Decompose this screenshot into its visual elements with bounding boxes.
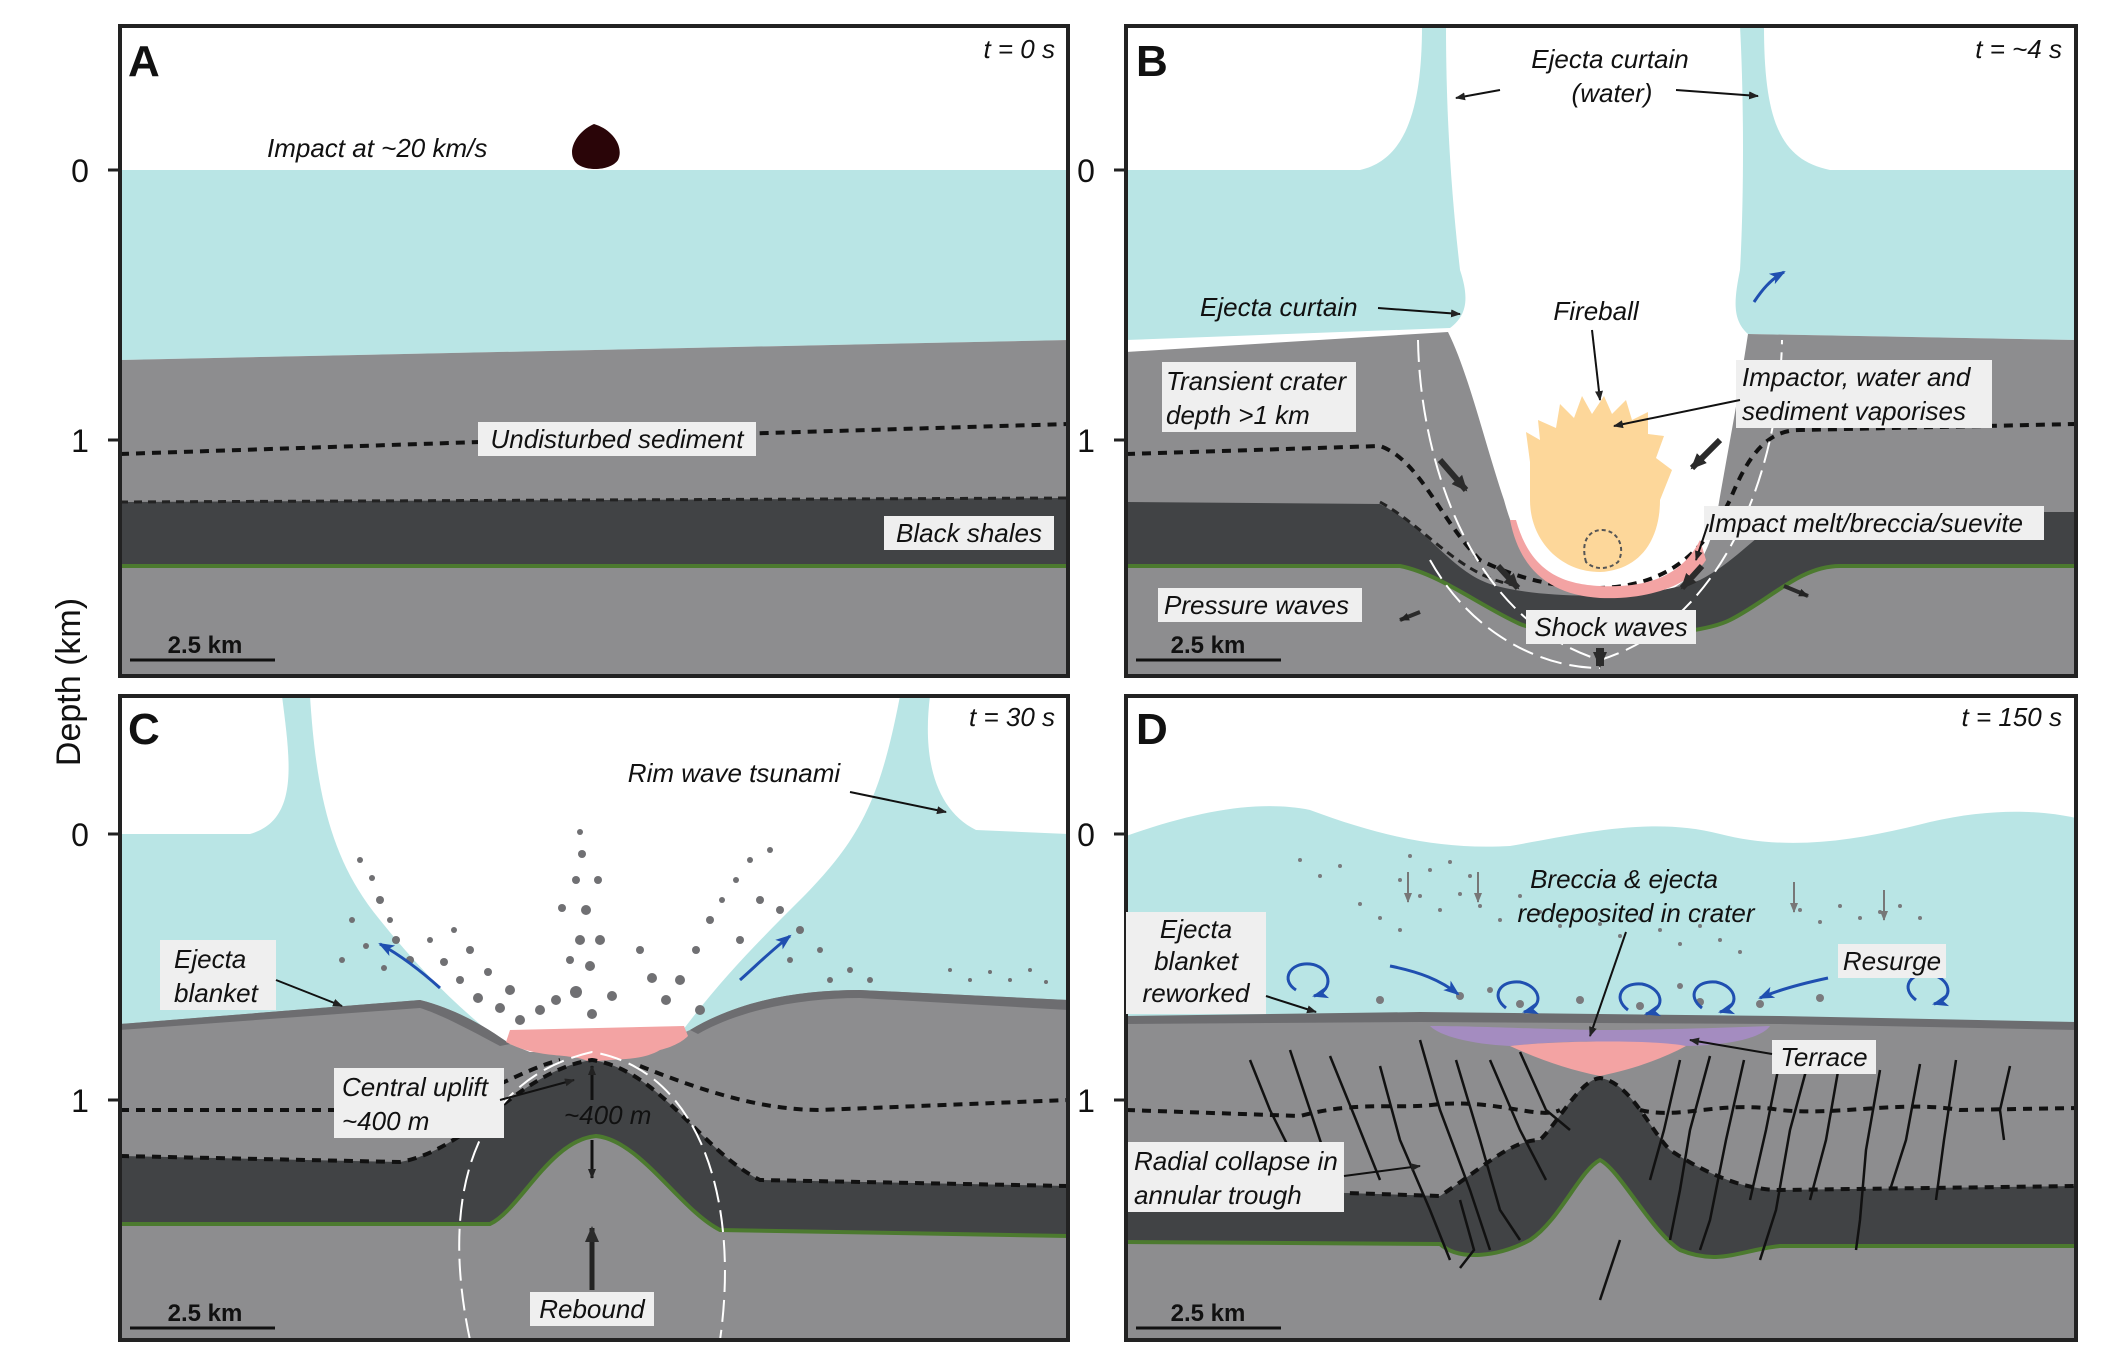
sediment-layer <box>1126 1018 2076 1340</box>
tsunami-label: Rim wave tsunami <box>628 758 842 788</box>
time-label: t = 30 s <box>969 702 1055 732</box>
breccia-label: Breccia & ejecta <box>1530 864 1718 894</box>
terrace-layer <box>1430 1026 1770 1046</box>
flow-arrow-icon <box>1389 964 1460 996</box>
scale-bar-label: 2.5 km <box>1171 632 1246 659</box>
transient-label: Transient crater <box>1166 366 1347 396</box>
uplift-value-label: ~400 m <box>564 1100 651 1130</box>
ejecta-particles <box>339 829 1048 1025</box>
shales-label: Black shales <box>896 518 1042 548</box>
time-label: t = 150 s <box>1962 702 2062 732</box>
water-layer <box>680 696 1068 1034</box>
shock-wave-outline <box>458 1050 726 1340</box>
panel-a <box>120 26 1068 676</box>
water-layer <box>1735 26 2076 340</box>
basement-line <box>1126 1157 2076 1259</box>
melt-layer <box>1510 520 1706 599</box>
black-shale-layer <box>120 1060 1068 1236</box>
panel-letter: A <box>128 37 160 86</box>
curtain-water-label: Ejecta curtain <box>1531 44 1689 74</box>
tick-label: 0 <box>71 153 89 189</box>
time-label: t = 0 s <box>983 34 1055 64</box>
terrace-label: Terrace <box>1780 1042 1867 1072</box>
fireball-label: Fireball <box>1553 296 1639 326</box>
panel-c <box>120 696 1068 1340</box>
panel-b-frame <box>1124 24 2078 678</box>
panel-letter: C <box>128 705 160 754</box>
melt-layer <box>506 1026 688 1062</box>
ejecta-label: blanket <box>174 978 260 1008</box>
reworked-label: Ejecta <box>1160 914 1232 944</box>
panel-d-frame <box>1124 694 2078 1342</box>
water-layer <box>1126 26 1466 340</box>
flow-arrow-icon <box>738 934 792 982</box>
melt-layer <box>1510 1041 1686 1076</box>
ejecta-blanket <box>1126 1012 2076 1030</box>
uplift-label: Central uplift <box>342 1072 490 1102</box>
flow-arrow-icon <box>1752 270 1786 303</box>
ejecta-blanket <box>120 1000 510 1046</box>
scale-bar-label: 2.5 km <box>1171 1300 1246 1327</box>
sediment-label: Undisturbed sediment <box>491 424 746 454</box>
curtain-label: Ejecta curtain <box>1200 292 1358 322</box>
impact-label: Impact at ~20 km/s <box>267 133 487 163</box>
reworked-label: blanket <box>1154 946 1240 976</box>
tick-label: 0 <box>1077 153 1095 189</box>
flow-arrow-icon <box>1758 976 1829 1000</box>
scale-bar-label: 2.5 km <box>168 1300 243 1327</box>
shock-label: Shock waves <box>1534 612 1687 642</box>
vortex-arrow-icon <box>1286 962 1330 999</box>
tick-label: 1 <box>71 1083 89 1119</box>
panel-a-frame <box>118 24 1070 678</box>
collapse-label: Radial collapse in <box>1134 1146 1338 1176</box>
rebound-label: Rebound <box>539 1294 646 1324</box>
reworked-label: reworked <box>1143 978 1251 1008</box>
tick-label: 0 <box>71 817 89 853</box>
panel-d <box>1126 696 2076 1340</box>
panel-c-frame <box>118 694 1070 1342</box>
time-label: t = ~4 s <box>1975 34 2062 64</box>
shock-arrow-icon <box>1437 458 1469 492</box>
panel-letter: B <box>1136 37 1168 86</box>
panel-b <box>1126 26 2076 676</box>
tick-label: 0 <box>1077 817 1095 853</box>
y-axis-label: Depth (km) <box>50 598 88 766</box>
ejecta-label: Ejecta <box>174 944 246 974</box>
ejecta-blanket <box>690 990 1068 1034</box>
tick-label: 1 <box>71 423 89 459</box>
transient-label: depth >1 km <box>1166 400 1310 430</box>
fireball-icon <box>1526 396 1672 572</box>
panel-letter: D <box>1136 705 1168 754</box>
vortex-arrow-icon <box>1692 980 1736 1015</box>
uplift-label: ~400 m <box>342 1106 429 1136</box>
scale-bar-label: 2.5 km <box>168 632 243 659</box>
breccia-label: redeposited in crater <box>1517 898 1755 928</box>
shock-arrow-icon <box>1689 437 1723 471</box>
vortex-arrow-icon <box>1496 980 1540 1015</box>
black-shale-layer <box>120 498 1068 566</box>
collapse-label: annular trough <box>1134 1180 1302 1210</box>
impactor-icon <box>572 124 620 169</box>
melt-label: Impact melt/breccia/suevite <box>1708 508 2023 538</box>
basement-line <box>120 1133 1068 1238</box>
vapor-label: sediment vaporises <box>1742 396 1966 426</box>
curtain-water-label: (water) <box>1572 78 1653 108</box>
fault-line-icon <box>1248 1039 2012 1301</box>
resurge-label: Resurge <box>1843 946 1941 976</box>
black-shale-layer <box>1126 1078 2076 1257</box>
tick-label: 1 <box>1077 423 1095 459</box>
shock-arrow-icon <box>1495 563 1521 591</box>
vapor-label: Impactor, water and <box>1742 362 1972 392</box>
water-layer <box>120 170 1068 360</box>
vortex-arrow-icon <box>1618 982 1662 1017</box>
tick-label: 1 <box>1077 1083 1095 1119</box>
shock-arrow-icon <box>1679 563 1705 591</box>
pressure-label: Pressure waves <box>1164 590 1349 620</box>
ejecta-particles <box>1298 854 1922 1010</box>
flow-arrow-icon <box>378 942 442 990</box>
